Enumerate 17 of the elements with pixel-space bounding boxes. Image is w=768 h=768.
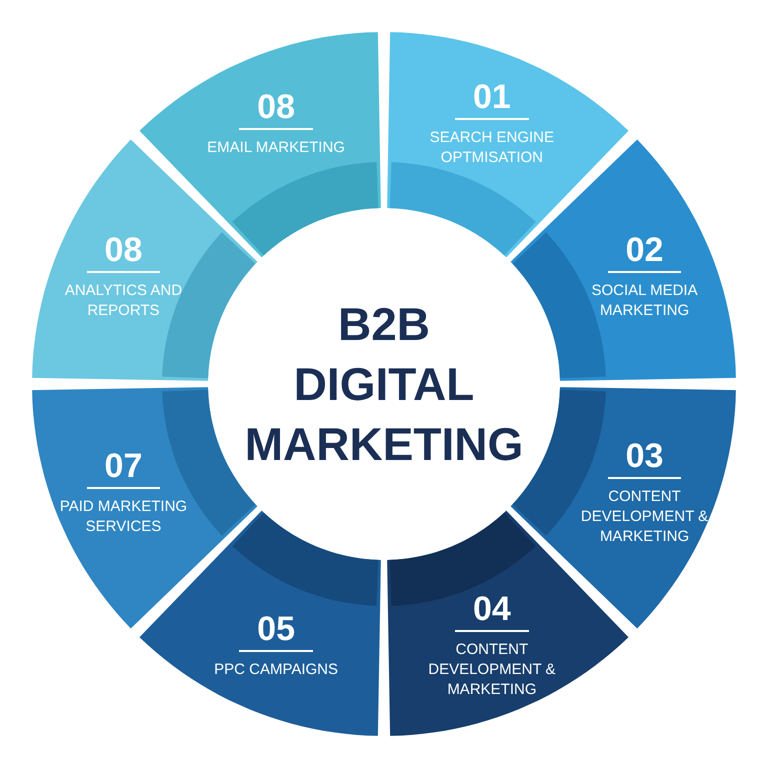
segment-label: CONTENT DEVELOPMENT & MARKETING	[427, 640, 557, 700]
segment-label: PPC CAMPAIGNS	[213, 660, 340, 680]
step-number: 02	[608, 231, 682, 274]
step-number: 08	[239, 88, 313, 130]
segment-label: EMAIL MARKETING	[206, 138, 346, 158]
center-title: B2B DIGITAL MARKETING	[244, 297, 524, 472]
segment-label: SEARCH ENGINE OPTMISATION	[428, 128, 555, 168]
segment-label: SOCIAL MEDIA MARKETING	[590, 281, 699, 322]
step-number: 07	[86, 446, 160, 489]
segment-label: ANALYTICS AND REPORTS	[64, 281, 184, 322]
step-number: 04	[454, 590, 529, 632]
step-number: 08	[86, 231, 160, 274]
segment-label: CONTENT DEVELOPMENT & MARKETING	[580, 486, 710, 547]
step-number: 03	[608, 436, 682, 479]
segment-label: PAID MARKETING SERVICES	[58, 496, 188, 537]
step-number: 01	[454, 78, 529, 120]
step-number: 05	[239, 610, 313, 652]
